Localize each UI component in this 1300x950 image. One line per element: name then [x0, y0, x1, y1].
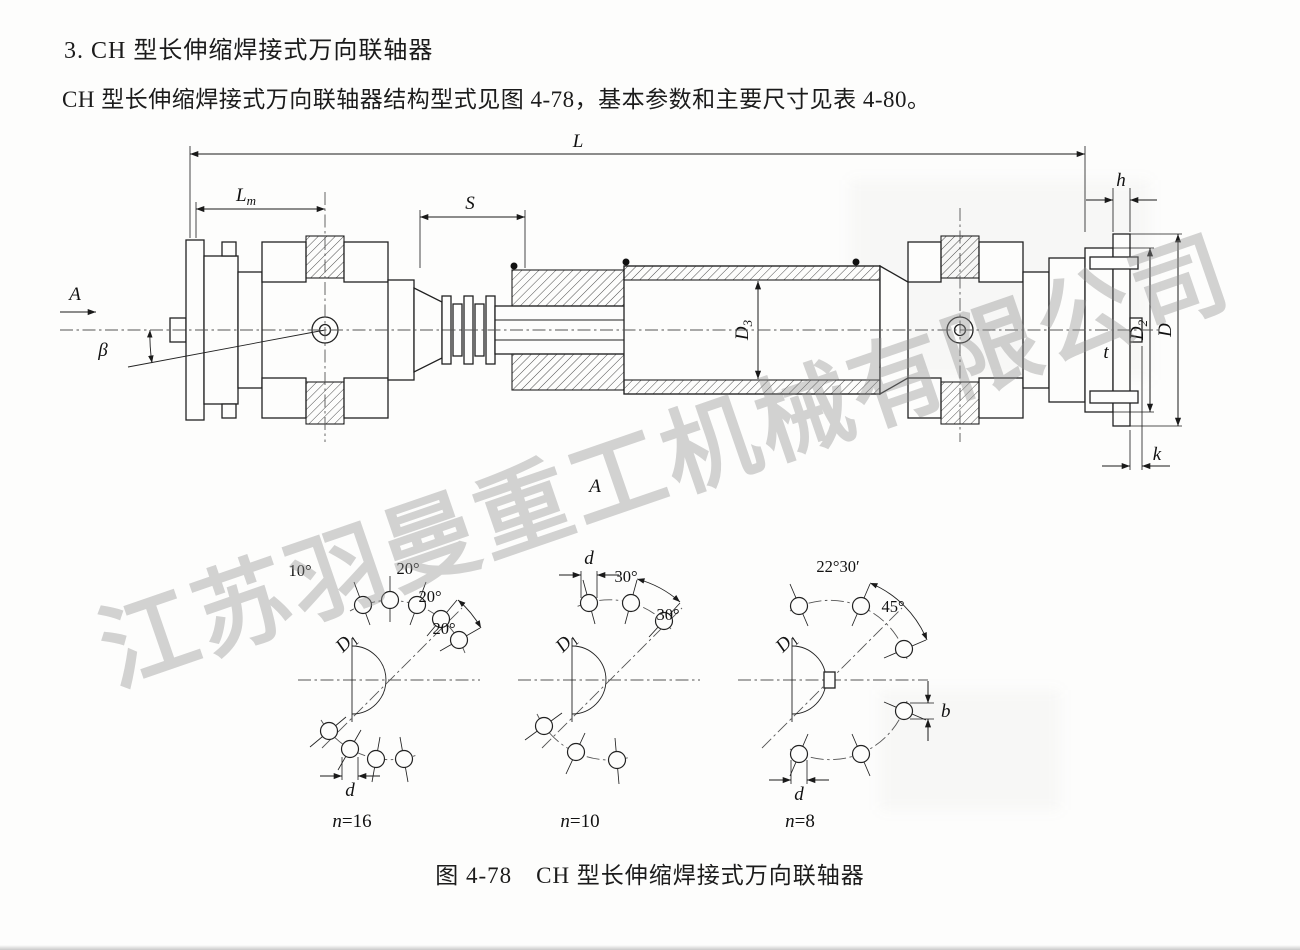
right-bolt-top: [1089, 256, 1139, 270]
spline-sleeve-section: [511, 269, 625, 307]
bore-outline: [571, 645, 607, 715]
scan-bottom-edge: [0, 945, 1300, 950]
angle-label: 30°: [656, 605, 679, 624]
left-inner-yoke-arm: [343, 241, 389, 283]
dim-label-D1: D1: [551, 628, 582, 659]
beta-angle-line: [127, 329, 326, 368]
dim-label-D1: D1: [771, 628, 802, 659]
right-yoke-arm: [978, 377, 1024, 419]
spline-sleeve-section: [511, 353, 625, 391]
bolt-holes: [319, 590, 469, 769]
bolt-diagram-n16: 10° 20° 20° 20° D1 d n=16: [288, 559, 482, 832]
angle-label: 10°: [288, 561, 311, 580]
dim-label-h: h: [1116, 170, 1126, 191]
tube-wall-section: [623, 379, 881, 395]
dim-label-Lm: Lm: [235, 185, 256, 208]
weld-dot: [852, 258, 860, 266]
bore-outline: [351, 645, 387, 715]
view-label-A: A: [67, 284, 81, 305]
centerlines: [60, 192, 1160, 442]
section-heading: 3. CH 型长伸缩焊接式万向联轴器: [64, 38, 434, 64]
bolt-holes: [789, 596, 914, 764]
dim-label-d: d: [584, 548, 594, 569]
body-paragraph: CH 型长伸缩焊接式万向联轴器结构型式见图 4-78，基本参数和主要尺寸见表 4…: [62, 87, 931, 112]
angle-label: 20°: [418, 587, 441, 606]
hole-count-label: n=10: [560, 811, 599, 832]
dim-label-k: k: [1153, 444, 1162, 465]
angle-label: 22°30′: [816, 557, 859, 576]
dim-label-L: L: [572, 131, 584, 152]
dim-label-d: d: [345, 780, 355, 801]
left-bolt-bottom: [221, 403, 237, 419]
dim-label-d: d: [794, 784, 804, 805]
angle-label-beta: β: [97, 340, 108, 361]
dim-label-b: b: [941, 701, 951, 722]
tube-wall-section: [623, 265, 881, 281]
right-inner-yoke-arm: [907, 377, 942, 419]
dim-label-t: t: [1103, 342, 1109, 363]
bolt-diagram-n8: 22°30′ 45° D1 b d n=8: [738, 557, 951, 832]
keyway: [823, 671, 836, 689]
left-bolt-top: [221, 241, 237, 257]
dimensions: L Lm S h A β D3: [60, 131, 1182, 497]
dim-label-S: S: [465, 193, 475, 214]
right-yoke-arm: [978, 241, 1024, 283]
bolt-holes: [534, 593, 674, 770]
hole-count-label: n=16: [332, 811, 371, 832]
weld-dot: [622, 258, 630, 266]
angle-label: 20°: [396, 559, 419, 578]
right-bolt-bottom: [1089, 390, 1139, 404]
angle-label: 45°: [881, 597, 904, 616]
weld-dot: [510, 262, 518, 270]
figure-caption: 图 4-78 CH 型长伸缩焊接式万向联轴器: [435, 863, 865, 888]
section-label-A: A: [587, 476, 601, 497]
left-yoke-arm: [261, 241, 307, 283]
figure-4-78-drawing: L Lm S h A β D3: [60, 131, 1182, 832]
angle-label: 20°: [432, 619, 455, 638]
bolt-diagram-n10: d 30° 30° D1 n=10: [518, 548, 700, 832]
dim-label-D: D: [1155, 323, 1176, 338]
left-inner-yoke-arm: [343, 377, 389, 419]
dim-label-D1: D1: [331, 628, 362, 659]
hole-count-label: n=8: [785, 811, 815, 832]
angle-label: 30°: [614, 567, 637, 586]
right-inner-yoke-arm: [907, 241, 942, 283]
left-yoke-arm: [261, 377, 307, 419]
